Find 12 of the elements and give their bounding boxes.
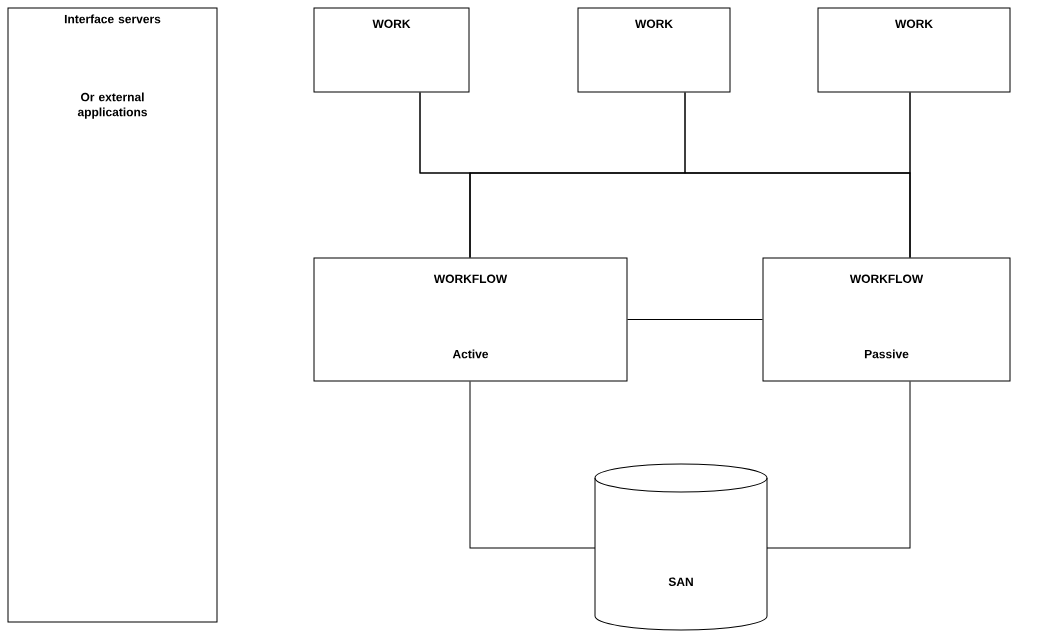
side-panel: Interface servers Or external applications: [7, 7, 218, 623]
connector-line: [766, 381, 911, 549]
process-box: WORK: [313, 7, 470, 93]
node-label: SAN: [668, 577, 693, 586]
process-box: WORKFLOW Active: [313, 257, 628, 382]
connector-line: [469, 381, 596, 549]
process-box: WORK: [817, 7, 1011, 93]
process-box: WORKFLOW Passive: [762, 257, 1011, 382]
storage-cylinder: SAN: [594, 463, 768, 631]
connector-line: [909, 92, 911, 258]
process-box: WORK: [577, 7, 731, 93]
connector-line: [627, 319, 763, 320]
